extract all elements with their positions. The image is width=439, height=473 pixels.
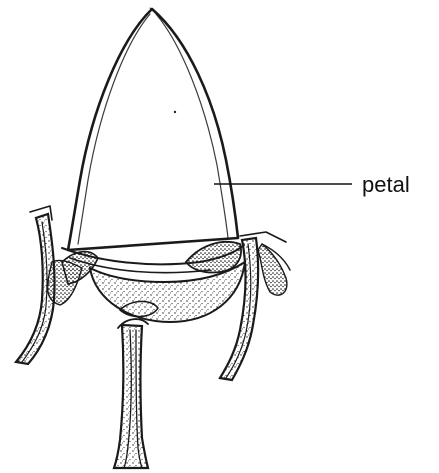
center-sepal bbox=[114, 319, 148, 468]
petal-label: petal bbox=[362, 172, 410, 197]
petal-shape bbox=[68, 8, 238, 250]
receptacle bbox=[62, 242, 245, 322]
